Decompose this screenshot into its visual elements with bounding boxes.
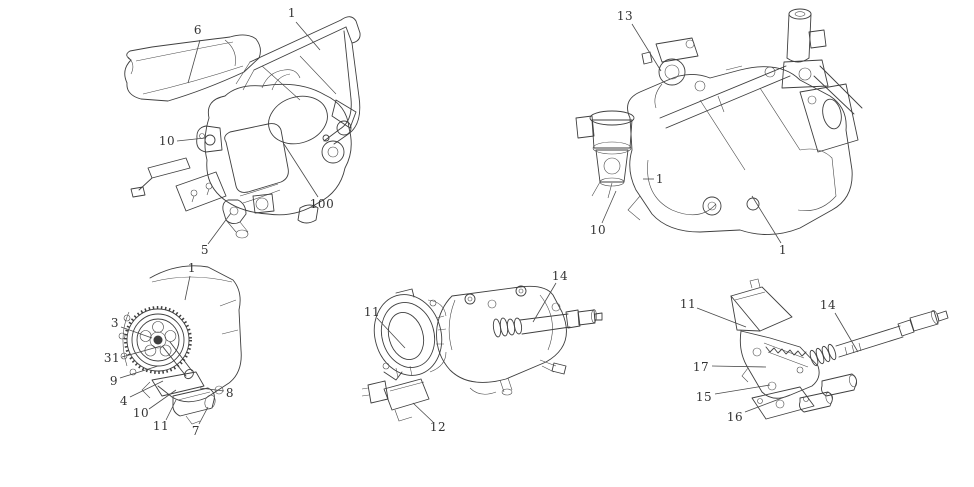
- leader-line-frame-assembly-10: [176, 137, 206, 142]
- leader-line-generator-assembly-7: [198, 406, 209, 425]
- leader-line-frame-assembly-1: [295, 21, 321, 51]
- leader-line-actuator-rear-17: [711, 365, 767, 368]
- figure-actuator-rear: [730, 278, 949, 420]
- figure-frame-assembly: [124, 16, 361, 239]
- leader-line-actuator-front-11: [376, 317, 406, 349]
- leader-line-generator-assembly-3: [120, 326, 153, 339]
- leader-line-frame-assembly-5: [207, 212, 232, 245]
- leader-line-actuator-rear-14: [834, 312, 859, 353]
- leader-line-generator-assembly-9: [119, 365, 159, 379]
- leader-line-generator-assembly-10: [148, 389, 177, 410]
- leader-line-actuator-front-14: [532, 282, 557, 323]
- leader-line-actuator-front-12: [412, 402, 434, 423]
- leader-line-engine-assembly-13: [631, 23, 662, 72]
- leader-line-generator-assembly-1: [184, 275, 191, 301]
- leader-line-actuator-rear-15: [714, 384, 771, 395]
- leader-line-generator-assembly-11: [165, 399, 177, 421]
- leader-line-frame-assembly-100: [283, 143, 319, 198]
- leader-line-actuator-rear-11: [696, 307, 747, 328]
- leader-line-generator-assembly-8: [199, 387, 225, 392]
- leader-line-actuator-rear-16: [744, 394, 791, 413]
- figure-engine-assembly: [575, 8, 863, 235]
- leader-line-engine-assembly-1: [751, 195, 782, 244]
- leader-line-frame-assembly-6: [187, 39, 201, 84]
- leader-line-generator-assembly-31: [121, 345, 162, 358]
- leader-line-generator-assembly-4: [129, 380, 164, 398]
- leader-line-engine-assembly-10: [601, 190, 617, 224]
